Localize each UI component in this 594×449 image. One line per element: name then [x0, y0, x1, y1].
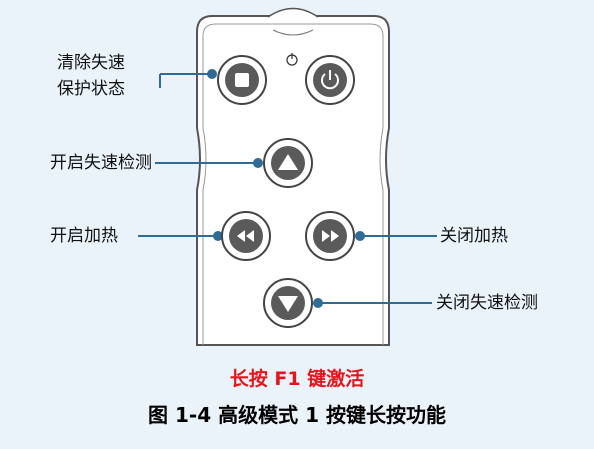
label-clear-stall-line1: 清除失速 — [57, 53, 125, 73]
triangle-down-icon — [278, 296, 298, 312]
label-enable-stall-detect: 开启失速检测 — [50, 153, 152, 173]
fast-forward-icon — [322, 230, 339, 242]
label-enable-heating: 开启加热 — [50, 226, 118, 246]
label-disable-stall-detect: 关闭失速检测 — [436, 293, 538, 313]
power-indicator-icon — [286, 53, 298, 66]
figure-caption: 图 1-4 高级模式 1 按键长按功能 — [148, 403, 446, 427]
label-clear-stall-line2: 保护状态 — [57, 79, 125, 99]
power-button[interactable] — [305, 55, 355, 105]
triangle-up-icon — [278, 154, 298, 170]
down-button[interactable] — [263, 278, 313, 328]
caption-highlight: 长按 F1 键激活 — [229, 368, 365, 390]
fast-forward-button[interactable] — [305, 211, 355, 261]
rewind-button[interactable] — [221, 211, 271, 261]
stop-square-icon — [235, 73, 249, 87]
label-disable-heating: 关闭加热 — [440, 226, 508, 246]
stop-button[interactable] — [217, 55, 267, 105]
leader-lines — [138, 69, 437, 308]
up-button[interactable] — [263, 138, 313, 188]
power-icon — [321, 70, 339, 90]
rewind-icon — [237, 230, 254, 242]
